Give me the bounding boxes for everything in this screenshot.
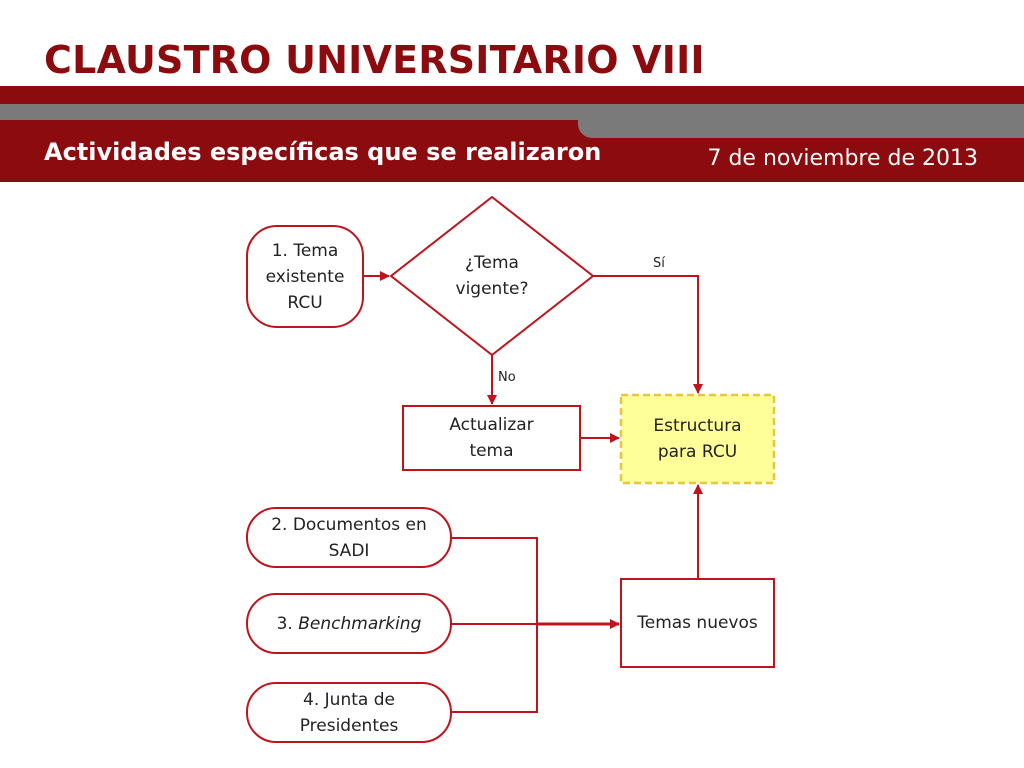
node-benchmarking-text: Benchmarking bbox=[298, 613, 422, 634]
node-estructura-shape bbox=[619, 393, 776, 485]
node-junta: 4. Junta de Presidentes bbox=[247, 683, 451, 742]
edge-junta-merge bbox=[451, 624, 538, 713]
node-temas-nuevos-label: Temas nuevos bbox=[637, 613, 758, 633]
node-documentos-text: Documentos en SADI bbox=[292, 514, 427, 561]
slide-subtitle: Actividades específicas que se realizaro… bbox=[44, 138, 602, 166]
node-tema-existente-text: Tema existente RCU bbox=[265, 240, 345, 313]
edge-documentos-merge bbox=[451, 537, 538, 624]
node-actualizar: Actualizar tema bbox=[403, 406, 580, 470]
node-documentos-label: 2. Documentos en SADI bbox=[259, 512, 439, 564]
node-documentos-number: 2. bbox=[271, 514, 288, 535]
node-temas-nuevos-shape bbox=[620, 578, 775, 668]
slide-date: 7 de noviembre de 2013 bbox=[707, 146, 978, 171]
node-junta-label: 4. Junta de Presidentes bbox=[269, 687, 429, 739]
node-tema-existente-number: 1. bbox=[271, 240, 288, 261]
node-actualizar-shape bbox=[402, 405, 581, 471]
node-benchmarking-number: 3. bbox=[276, 613, 293, 634]
edge-decision-yes bbox=[593, 275, 703, 394]
header-grey-tab bbox=[578, 104, 1024, 138]
decision-node: ¿Tema vigente? bbox=[436, 236, 548, 316]
node-documentos: 2. Documentos en SADI bbox=[247, 508, 451, 567]
node-benchmarking-label: 3. Benchmarking bbox=[277, 611, 422, 637]
node-tema-existente: 1. Tema existente RCU bbox=[247, 226, 363, 327]
decision-node-label: ¿Tema vigente? bbox=[455, 253, 529, 299]
edge-label-yes: Sí bbox=[653, 256, 665, 271]
edge-label-no: No bbox=[498, 370, 516, 385]
header-band-top bbox=[0, 86, 1024, 104]
node-estructura-label: Estructura para RCU bbox=[653, 416, 742, 462]
node-tema-existente-label: 1. Tema existente RCU bbox=[247, 238, 363, 316]
node-actualizar-label: Actualizar tema bbox=[449, 415, 534, 461]
node-junta-number: 4. bbox=[303, 689, 320, 710]
slide-title: CLAUSTRO UNIVERSITARIO VIII bbox=[44, 38, 705, 82]
node-benchmarking: 3. Benchmarking bbox=[247, 594, 451, 653]
node-junta-text: Junta de Presidentes bbox=[299, 689, 399, 736]
node-estructura: Estructura para RCU bbox=[621, 395, 774, 483]
node-temas-nuevos: Temas nuevos bbox=[621, 579, 774, 667]
